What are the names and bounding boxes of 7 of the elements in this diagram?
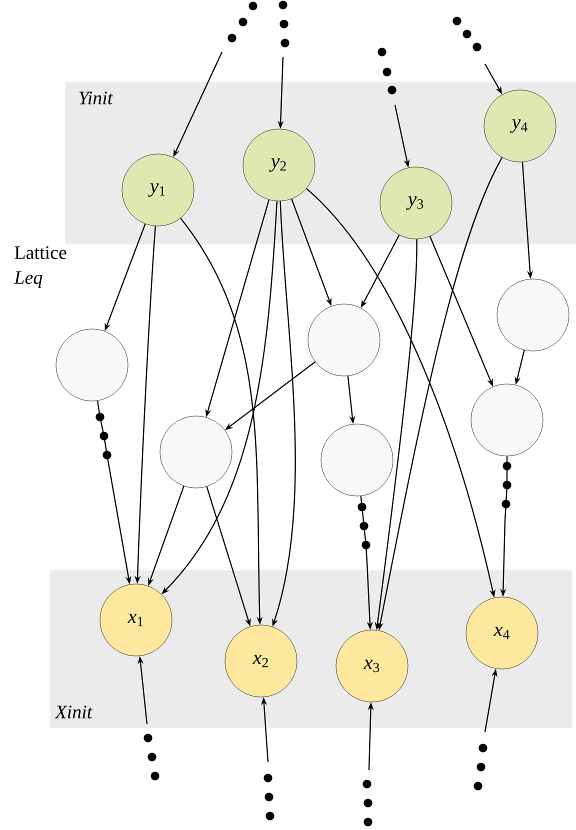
empty-circle (320, 424, 394, 496)
empty-circle (496, 278, 570, 352)
empty-circle (308, 304, 380, 376)
empty-circle (56, 328, 128, 402)
empty-circle (160, 416, 232, 488)
empty-circle (470, 384, 544, 456)
label: Lattice Leq (14, 246, 66, 288)
